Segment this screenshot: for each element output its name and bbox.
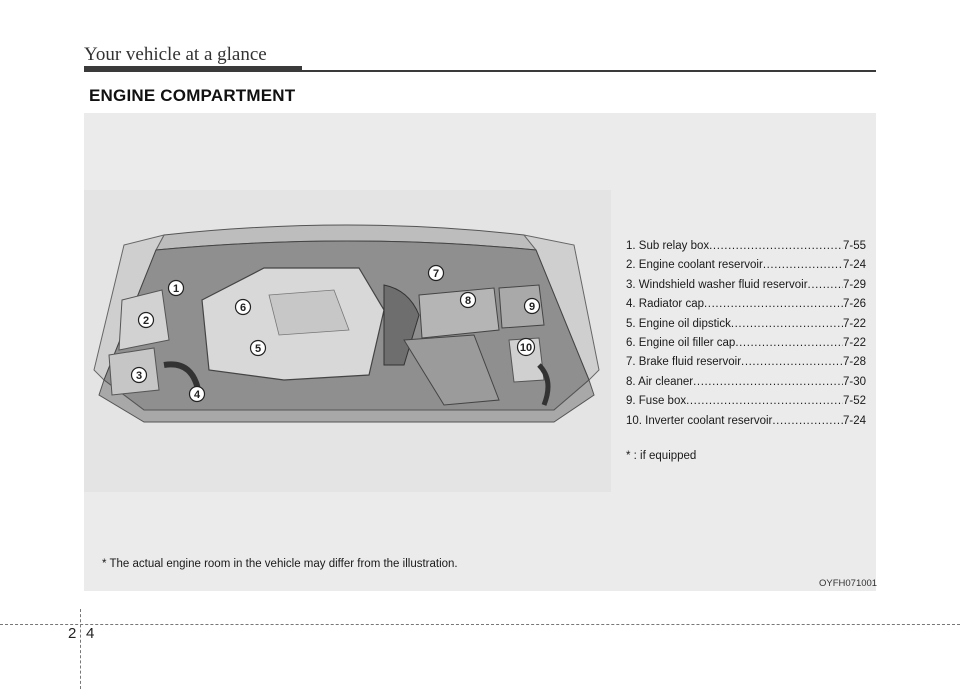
legend-item: 5. Engine oil dipstick 7-22 (626, 315, 866, 334)
legend-item: 9. Fuse box 7-52 (626, 392, 866, 411)
svg-text:1: 1 (173, 283, 179, 295)
svg-text:9: 9 (529, 301, 535, 313)
legend-item: 1. Sub relay box 7-55 (626, 237, 866, 256)
legend-item: 10. Inverter coolant reservoir 7-24 (626, 412, 866, 431)
svg-text:7: 7 (433, 268, 439, 280)
svg-text:2: 2 (143, 315, 149, 327)
header-rule-thick (84, 66, 302, 72)
callout-4: 4 (188, 385, 206, 403)
svg-text:6: 6 (240, 302, 246, 314)
legend-item: 3. Windshield washer fluid reservoir 7-2… (626, 276, 866, 295)
right-fender (522, 234, 600, 381)
front-bumper (98, 379, 595, 423)
svg-text:8: 8 (465, 295, 471, 307)
fuse-box-shape (498, 284, 545, 329)
legend-item: 2. Engine coolant reservoir 7-24 (626, 256, 866, 275)
equipped-footnote: * : if equipped (626, 450, 697, 462)
callout-9: 9 (523, 297, 541, 315)
chapter-number: 2 (68, 625, 77, 642)
header-title: Your vehicle at a glance (84, 44, 267, 65)
callout-8: 8 (459, 291, 477, 309)
image-code: OYFH071001 (819, 578, 878, 589)
callout-2: 2 (137, 311, 155, 329)
page-footer-rule (0, 624, 960, 625)
callout-5: 5 (249, 339, 267, 357)
callout-7: 7 (427, 264, 445, 282)
legend-item: 7. Brake fluid reservoir 7-28 (626, 353, 866, 372)
legend-item: 6. Engine oil filler cap 7-22 (626, 334, 866, 353)
page-number: 4 (86, 625, 95, 642)
engine-illustration: 1 2 3 4 5 6 7 8 9 10 (84, 190, 611, 492)
svg-text:4: 4 (194, 389, 201, 401)
legend-item: 4. Radiator cap 7-26 (626, 295, 866, 314)
svg-text:3: 3 (136, 370, 142, 382)
page-footer-divider (80, 609, 81, 689)
section-title: ENGINE COMPARTMENT (89, 86, 296, 105)
illustration-disclaimer: * The actual engine room in the vehicle … (102, 558, 458, 570)
callout-3: 3 (130, 366, 148, 384)
callout-1: 1 (167, 279, 185, 297)
svg-text:10: 10 (520, 342, 532, 354)
header-rule-thin (302, 70, 876, 72)
air-cleaner-box (418, 287, 500, 339)
callout-6: 6 (234, 298, 252, 316)
component-legend: 1. Sub relay box 7-55 2. Engine coolant … (626, 237, 866, 431)
svg-text:5: 5 (255, 343, 261, 355)
legend-item: 8. Air cleaner7-30 (626, 373, 866, 392)
callout-10: 10 (516, 337, 536, 357)
